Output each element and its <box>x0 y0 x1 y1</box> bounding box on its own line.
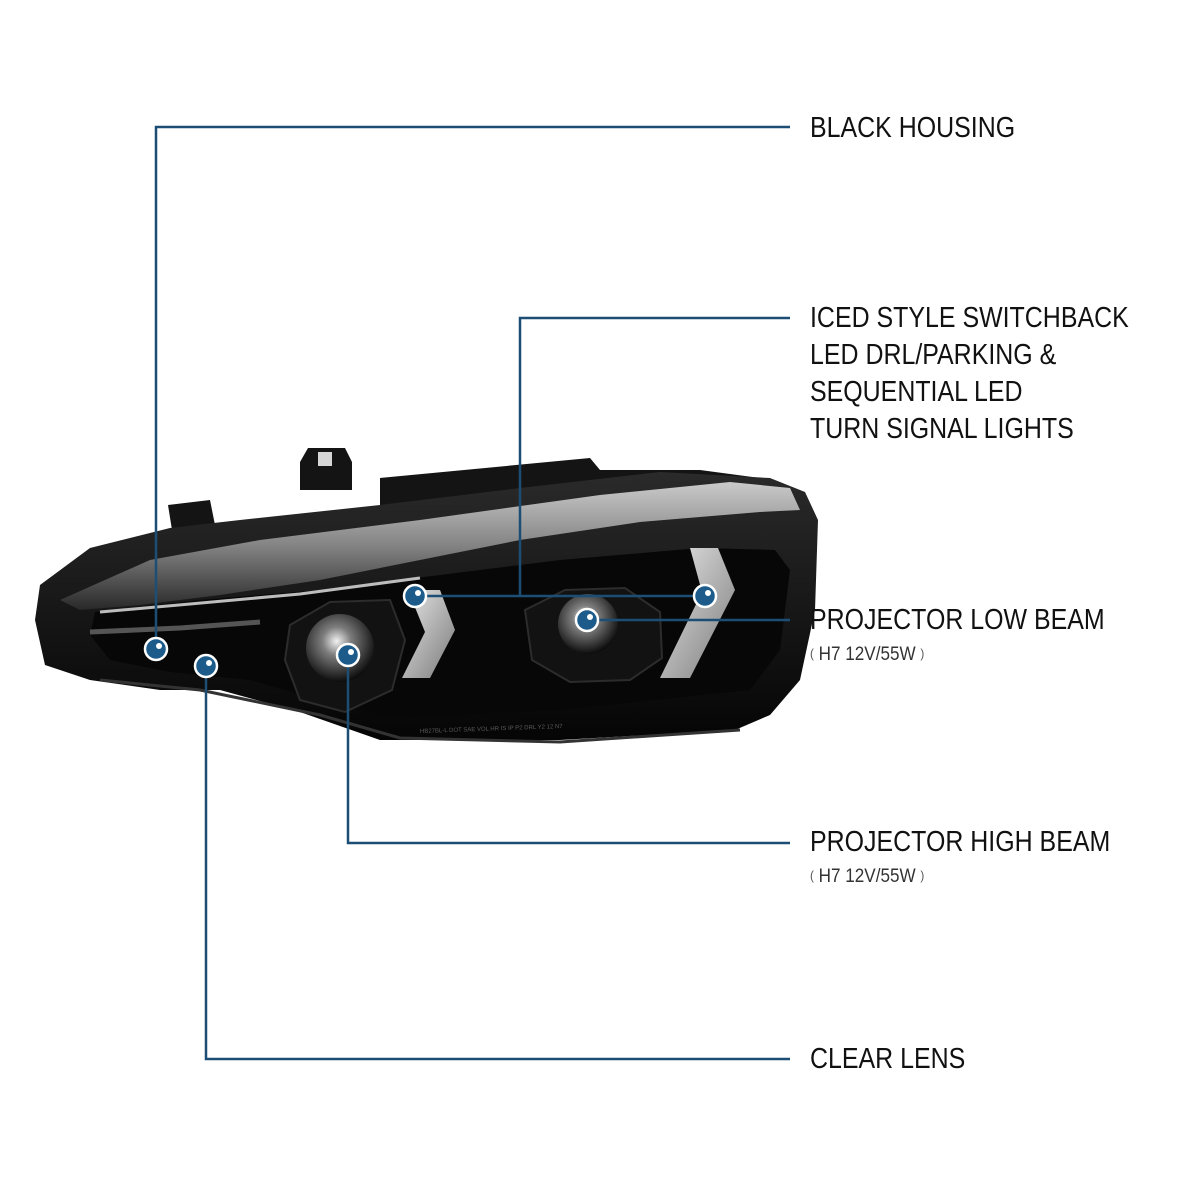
drl-strip-left <box>99 576 421 614</box>
callout-projector-high-beam: PROJECTOR HIGH BEAM <box>810 824 1110 861</box>
spec-text: H7 12V/55W <box>818 866 916 887</box>
housing-bottom-edge <box>99 678 741 744</box>
callout-projector-low-beam: PROJECTOR LOW BEAM <box>810 602 1105 639</box>
spec-open-paren: ( <box>810 868 814 883</box>
leader-switchback-up <box>518 316 790 596</box>
callout-line: SEQUENTIAL LED <box>810 376 1023 408</box>
spec-close-paren: ) <box>920 868 925 883</box>
spec-open-paren: ( <box>810 646 814 661</box>
marker-black-housing <box>143 636 169 662</box>
callout-line: PROJECTOR LOW BEAM <box>810 604 1105 636</box>
leader-black-housing <box>154 125 790 648</box>
leader-lines <box>154 125 790 1061</box>
callout-line: TURN SIGNAL LIGHTS <box>810 413 1074 445</box>
callout-line: PROJECTOR HIGH BEAM <box>810 826 1111 858</box>
callout-line: ICED STYLE SWITCHBACK <box>810 302 1129 334</box>
marker-clear-lens <box>193 653 219 679</box>
callout-line: CLEAR LENS <box>810 1043 966 1075</box>
marker-switchback-left <box>402 583 428 609</box>
markers <box>143 583 718 679</box>
headlight-assembly: HB27BL-L DOT SAE VOL HR IS IP P2 DRL Y2 … <box>35 448 818 744</box>
callout-spec-high-beam: ( H7 12V/55W ) <box>810 866 924 888</box>
callout-line: BLACK HOUSING <box>810 112 1016 144</box>
lens-marking-text: HB27BL-L DOT SAE VOL HR IS IP P2 DRL Y2 … <box>420 724 564 735</box>
callout-clear-lens: CLEAR LENS <box>810 1041 965 1078</box>
drl-chevron-right <box>660 548 735 678</box>
spec-text: H7 12V/55W <box>818 644 916 665</box>
marker-high-beam <box>335 642 361 668</box>
marker-switchback-right <box>692 583 718 609</box>
callout-switchback-led: ICED STYLE SWITCHBACK LED DRL/PARKING & … <box>810 300 1129 448</box>
drl-strip-left-lower <box>89 619 261 635</box>
drl-chevron-left <box>402 590 455 678</box>
leader-high-beam <box>346 654 790 845</box>
callout-line: LED DRL/PARKING & <box>810 339 1057 371</box>
lens-upper-band <box>60 482 800 610</box>
marker-low-beam <box>574 607 600 633</box>
spec-close-paren: ) <box>920 646 925 661</box>
leader-clear-lens <box>204 666 790 1061</box>
callout-black-housing: BLACK HOUSING <box>810 110 1015 147</box>
callout-spec-low-beam: ( H7 12V/55W ) <box>810 644 924 666</box>
